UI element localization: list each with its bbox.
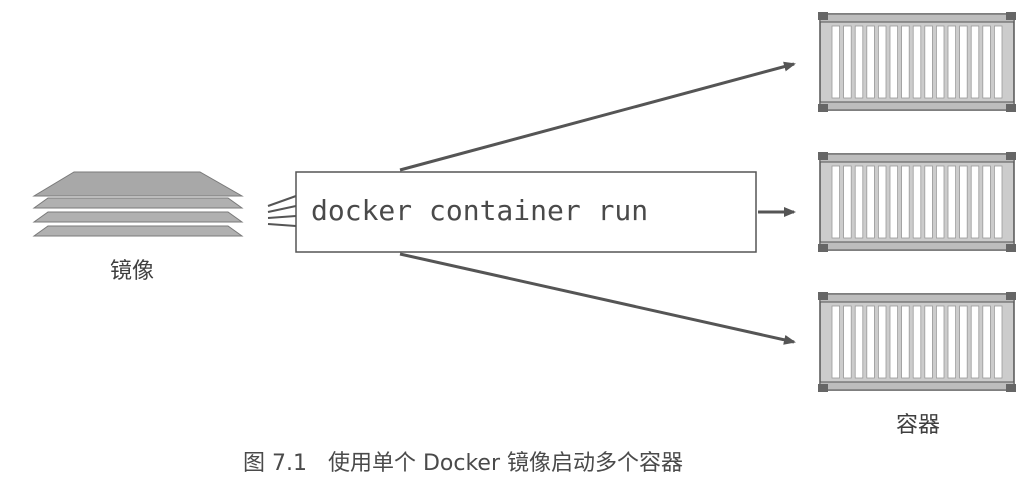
container-slat [982,165,991,239]
container-slat [970,165,980,239]
container-slat [994,305,1003,379]
container-bottom-rail [819,241,1015,251]
container-slat [866,165,875,239]
container-corner [1006,384,1016,392]
container-slat [912,305,922,379]
container-bottom-rail [819,101,1015,111]
container-slat [831,305,840,379]
container-slat [878,165,887,239]
container-corner [818,384,828,392]
container-slat [878,305,887,379]
container-slat [831,25,840,99]
container-slat [947,165,956,239]
command-box [295,171,757,253]
container-corner [818,244,828,252]
container-slat [843,25,852,99]
container-corner [1006,12,1016,20]
container-corner [818,292,828,300]
container-corner [818,12,828,20]
command-text: docker container run [311,194,648,227]
figure-caption: 图 7.1 使用单个 Docker 镜像启动多个容器 [243,451,683,476]
container-slat [901,165,910,239]
container-slat [959,305,968,379]
container-corner [1006,292,1016,300]
container-slat [970,305,980,379]
container-icon [818,292,1016,392]
image-layer [32,211,244,223]
image-layer [32,171,244,197]
container-slat [936,25,945,99]
container-slat [831,165,840,239]
image-label: 镜像 [110,259,154,284]
container-slat [924,25,933,99]
container-corner [1006,104,1016,112]
container-icon [818,12,1016,112]
container-slat [947,25,956,99]
container-corner [1006,152,1016,160]
container-top-rail [819,153,1015,163]
container-corner [818,152,828,160]
image-layer [32,197,244,209]
containers-group [818,12,1016,392]
container-slat [970,25,980,99]
container-slat [936,305,945,379]
image-layer [32,225,244,237]
container-slat [901,25,910,99]
container-slat [994,25,1003,99]
container-slat [936,165,945,239]
image-connector-lines [267,195,297,227]
containers-label: 容器 [896,413,940,438]
container-slat [866,305,875,379]
container-slat [959,25,968,99]
container-corner [1006,244,1016,252]
container-slat [959,165,968,239]
container-slat [924,305,933,379]
container-slat [912,25,922,99]
container-slat [854,25,864,99]
container-slat [994,165,1003,239]
container-slat [947,305,956,379]
container-slat [843,305,852,379]
container-slat [889,165,898,239]
image-stack-icon [32,171,244,237]
container-corner [818,104,828,112]
container-slat [854,165,864,239]
container-slat [982,305,991,379]
container-bottom-rail [819,381,1015,391]
container-slat [843,165,852,239]
arrow-to-container-3 [399,252,796,345]
container-slat [854,305,864,379]
arrow-to-container-1 [399,61,796,172]
container-top-rail [819,293,1015,303]
container-slat [889,25,898,99]
container-slat [912,165,922,239]
container-slat [866,25,875,99]
container-slat [889,305,898,379]
container-slat [901,305,910,379]
container-top-rail [819,13,1015,23]
container-slat [924,165,933,239]
container-slat [982,25,991,99]
container-slat [878,25,887,99]
container-icon [818,152,1016,252]
